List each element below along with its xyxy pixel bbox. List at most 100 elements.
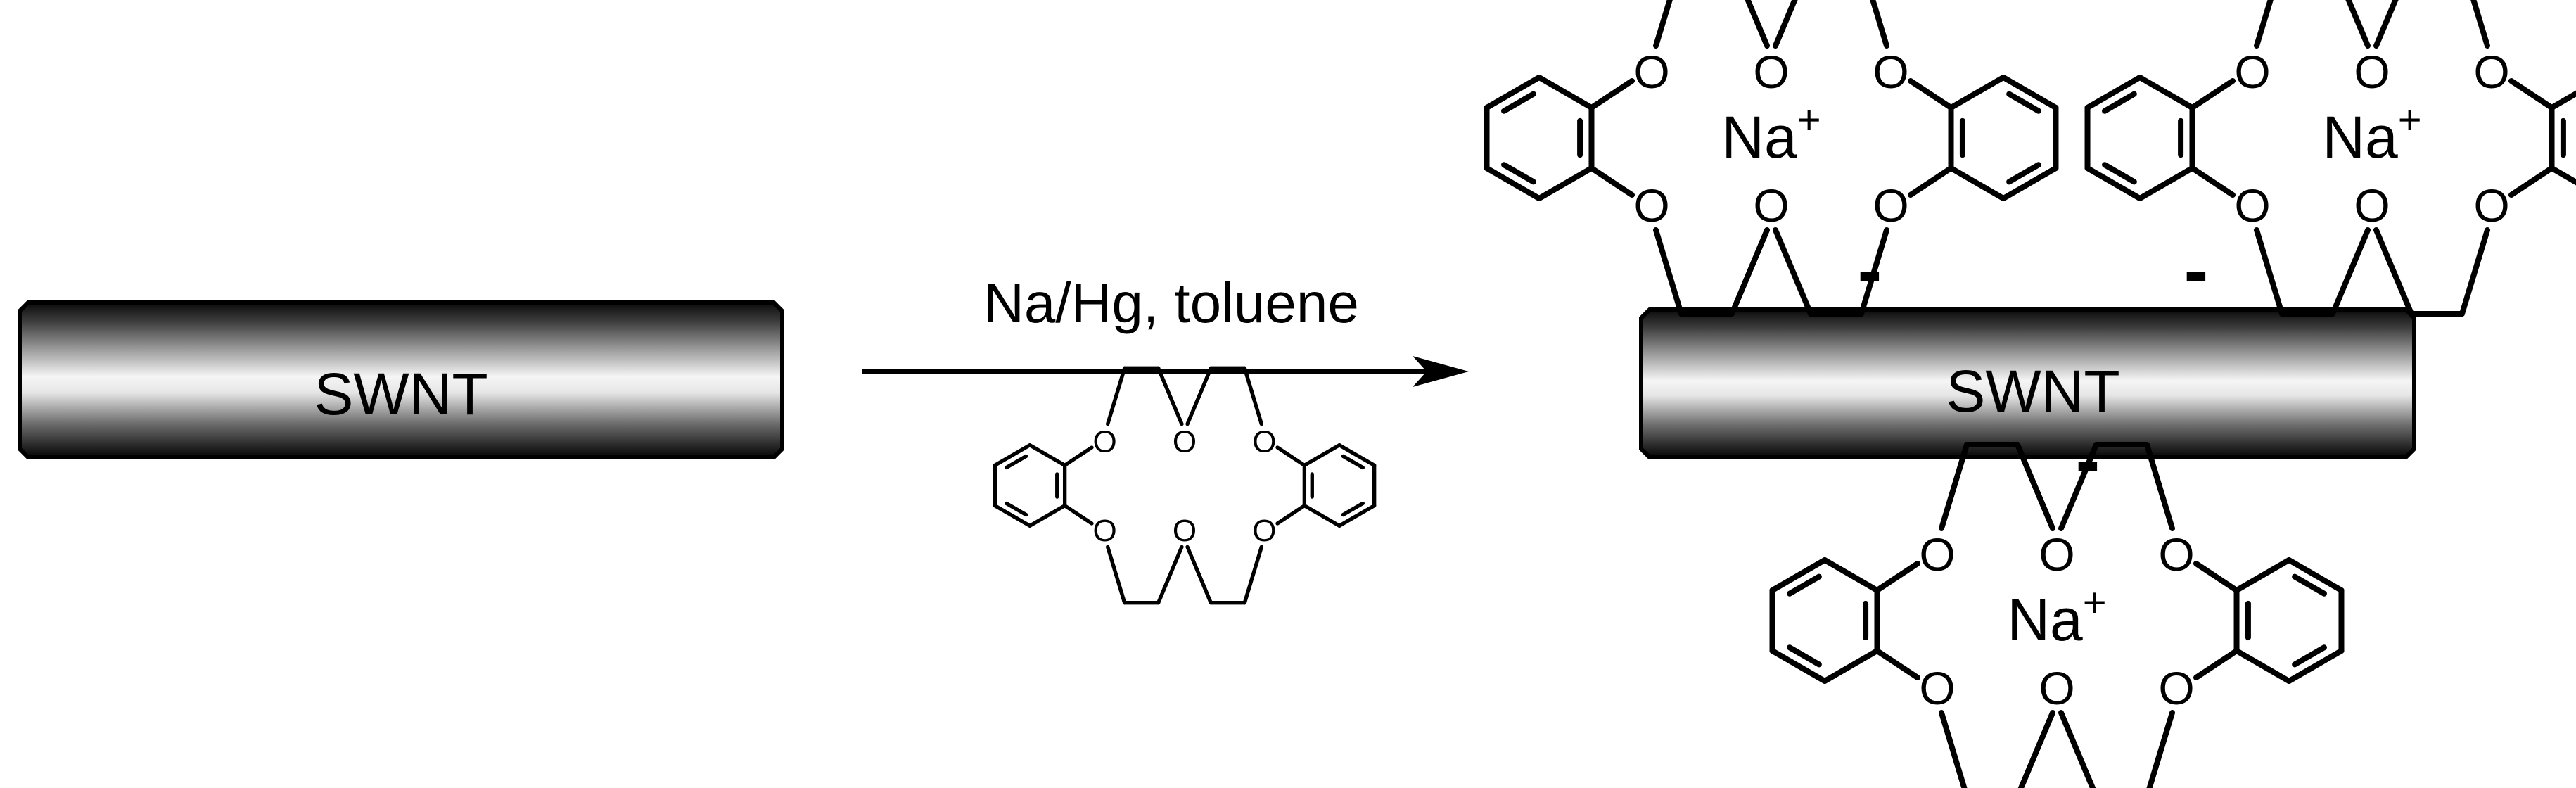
bond <box>2292 644 2327 668</box>
sodium-cation: Na+ <box>1721 97 1821 170</box>
bond <box>1341 454 1365 470</box>
oxygen-atom: O <box>2039 662 2074 714</box>
bond <box>1062 445 1094 467</box>
bond <box>1588 165 1635 198</box>
bond <box>1501 162 1536 185</box>
benzene-ring <box>1769 557 1880 684</box>
bond <box>1484 165 1542 201</box>
product-nanotube: SWNT <box>1639 307 2416 459</box>
bond <box>2058 442 2099 531</box>
bond <box>1588 78 1635 110</box>
bond <box>1156 366 1184 426</box>
benzene-ring <box>2233 557 2345 684</box>
bond <box>993 443 1032 467</box>
bond <box>2102 162 2137 185</box>
oxygen-atom: O <box>1633 179 1669 231</box>
bond <box>2193 648 2240 680</box>
bond <box>2084 75 2143 110</box>
reaction-conditions: Na/Hg, toluene <box>983 272 1359 334</box>
cation-charge: + <box>2083 580 2107 625</box>
bond <box>1653 227 1684 317</box>
bond <box>1302 443 1341 467</box>
bond <box>1536 165 1595 201</box>
bond <box>1005 501 1028 517</box>
bond <box>1870 0 1889 49</box>
bond <box>2508 165 2555 198</box>
bond <box>1769 557 1828 593</box>
oxygen-atom: O <box>2158 662 2194 714</box>
bond <box>1822 648 1880 684</box>
oxygen-atom: O <box>2473 46 2509 98</box>
bond <box>1948 165 2006 201</box>
bond <box>2233 557 2292 593</box>
bond <box>1773 227 1813 317</box>
oxygen-atom: O <box>1873 179 1908 231</box>
bond <box>2470 0 2490 49</box>
bond <box>1773 0 1798 49</box>
bond <box>2508 78 2555 110</box>
bond <box>2084 165 2143 201</box>
bond <box>1745 0 1770 49</box>
bond <box>1028 443 1067 467</box>
bond <box>2549 90 2576 110</box>
bond <box>1874 648 1920 680</box>
bond <box>2189 78 2236 110</box>
bond <box>2001 165 2059 201</box>
bond <box>1185 366 1213 426</box>
bond <box>2137 165 2195 201</box>
bond <box>1337 504 1377 528</box>
benzene-ring <box>2549 90 2576 186</box>
oxygen-atom: O <box>1873 46 1908 98</box>
bond <box>1484 75 1542 110</box>
bond <box>1874 561 1920 593</box>
bond <box>1302 504 1341 528</box>
bond <box>2373 227 2414 317</box>
bond <box>1787 573 1822 597</box>
bond <box>1341 501 1365 517</box>
sodium-cation: Na+ <box>2007 580 2106 653</box>
benzene-ring <box>993 443 1067 528</box>
bond <box>2459 227 2490 317</box>
bond <box>1653 0 1673 49</box>
benzene-ring <box>1948 75 2059 201</box>
bond <box>1156 545 1184 605</box>
bond <box>1062 504 1094 526</box>
bond <box>2233 648 2292 684</box>
bond <box>1858 227 1889 317</box>
bond <box>1908 165 1954 198</box>
oxygen-atom: O <box>1919 662 1955 714</box>
oxygen-atom: O <box>1173 425 1197 459</box>
negative-charge: - <box>1858 230 1882 312</box>
product-nanotube-label: SWNT <box>1946 358 2119 424</box>
cation-charge: + <box>2398 97 2422 143</box>
bond <box>2006 91 2041 114</box>
bond <box>1242 545 1264 605</box>
bond <box>1028 504 1067 528</box>
bond <box>1939 710 1968 788</box>
bond <box>2345 0 2371 49</box>
bond <box>2006 162 2041 185</box>
oxygen-atom: O <box>2234 46 2270 98</box>
bond <box>1242 366 1264 426</box>
bond <box>1337 443 1377 467</box>
bond <box>2286 557 2345 593</box>
bond <box>2286 648 2345 684</box>
bond <box>2254 0 2274 49</box>
benzene-ring <box>1302 443 1377 528</box>
bond <box>1185 545 1213 605</box>
oxygen-atom: O <box>1633 46 1669 98</box>
bond <box>1729 227 1770 317</box>
bond <box>1948 75 2006 110</box>
bond <box>2102 91 2137 114</box>
bond <box>2254 227 2285 317</box>
bond <box>2017 710 2055 788</box>
oxygen-atom: O <box>1173 514 1197 548</box>
negative-charge: - <box>2076 420 2100 502</box>
oxygen-atom: O <box>2354 46 2390 98</box>
oxygen-atom: O <box>1093 514 1117 548</box>
bond <box>993 504 1032 528</box>
